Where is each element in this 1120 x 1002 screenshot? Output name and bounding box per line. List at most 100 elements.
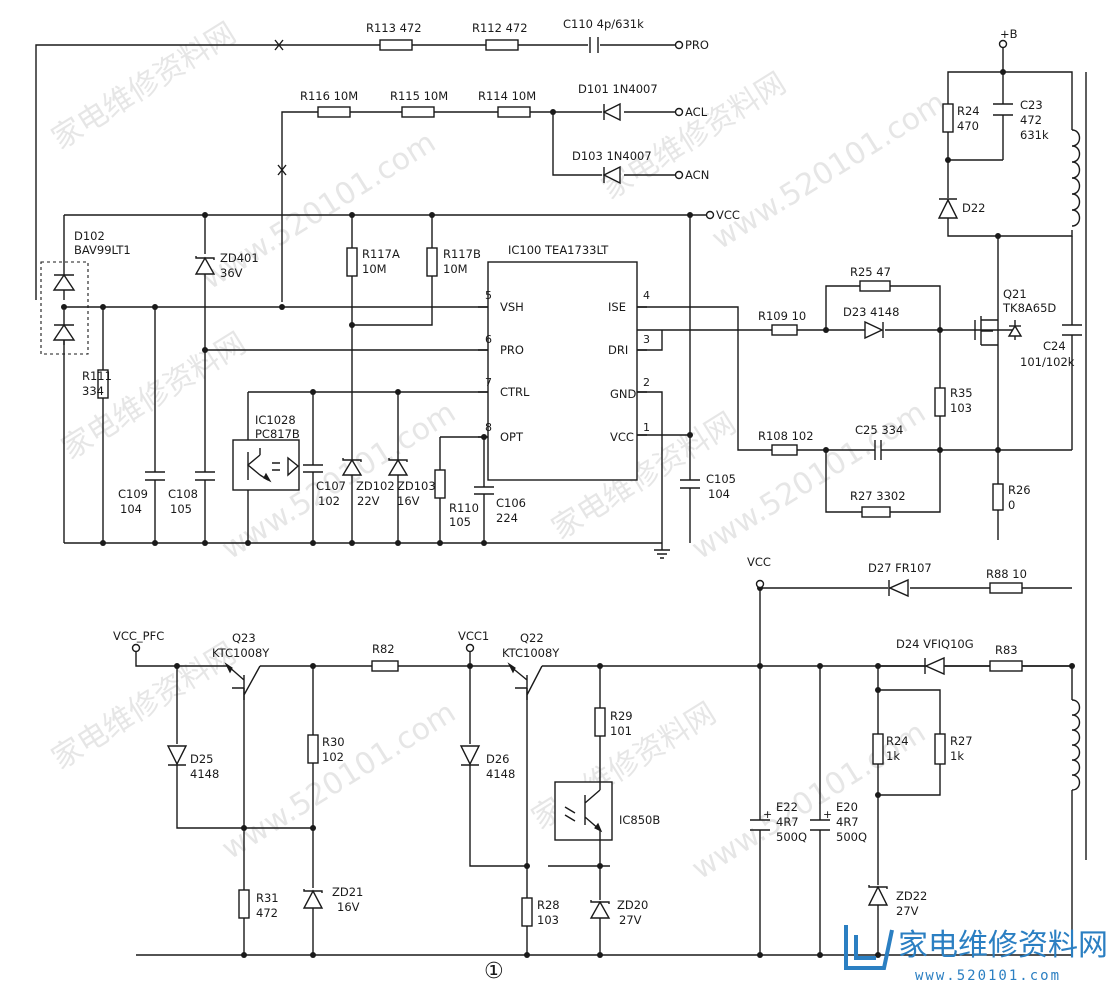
capacitor-c25 [874, 440, 882, 460]
resistor-r117b [426, 247, 438, 277]
label-r24-ref: R24 [957, 104, 980, 118]
resistor-r27b [934, 733, 946, 765]
svg-text:+: + [823, 808, 832, 821]
label-c109-ref: C109 [118, 487, 148, 501]
resistor-r29 [594, 707, 606, 737]
label-r110-ref: R110 [449, 501, 479, 515]
label-q22-val: KTC1008Y [502, 646, 560, 660]
label-r27b-ref: R27 [950, 734, 973, 748]
label-r83: R83 [995, 643, 1018, 657]
ic-pin-num-6: 6 [485, 333, 492, 346]
resistor-r24b [872, 733, 884, 765]
label-e20-val2: 500Q [836, 830, 867, 844]
label-d25-val: 4148 [190, 767, 219, 781]
optocoupler-ic850b [554, 781, 613, 841]
label-zd22-val: 27V [896, 904, 919, 918]
ic100 [478, 261, 647, 481]
label-r30-ref: R30 [322, 735, 345, 749]
label-c106-ref: C106 [496, 496, 526, 510]
ic100-title: IC100 TEA1733LT [508, 243, 609, 257]
label-r29-val: 101 [610, 724, 632, 738]
label-r114: R114 10M [478, 89, 536, 103]
net-pro: PRO [685, 38, 709, 52]
label-r24-val: 470 [957, 119, 979, 133]
label-r24b-val: 1k [886, 749, 900, 763]
label-c110: C110 4p/631k [563, 17, 644, 31]
label-c108-val: 105 [170, 502, 192, 516]
label-r31-val: 472 [256, 906, 278, 920]
trace-cut-marks [274, 39, 287, 176]
ic-pin-num-2: 2 [643, 376, 650, 389]
label-c23-val1: 472 [1020, 113, 1042, 127]
label-zd103-val: 16V [397, 494, 420, 508]
resistor-r112 [485, 39, 519, 51]
label-c108-ref: C108 [168, 487, 198, 501]
resistor-r116 [317, 106, 351, 118]
label-r27-3302: R27 3302 [850, 489, 906, 503]
ic-pin-num-5: 5 [485, 289, 492, 302]
resistor-r28 [521, 897, 533, 927]
label-d27: D27 FR107 [868, 561, 932, 575]
label-r113: R113 472 [366, 21, 422, 35]
site-logo: 家电维修资料网 www.520101.com [844, 925, 1108, 984]
label-d101: D101 1N4007 [578, 82, 658, 96]
label-c105-val: 104 [708, 487, 730, 501]
resistor-r82 [371, 660, 399, 672]
label-r111-ref: R111 [82, 369, 112, 383]
label-q21-ref: Q21 [1003, 287, 1027, 301]
resistor-r115 [401, 106, 435, 118]
label-r110-val: 105 [449, 515, 471, 529]
label-zd102-ref: ZD102 [356, 479, 395, 493]
transformer-windings [1071, 129, 1081, 791]
label-e22-ref: E22 [776, 800, 798, 814]
label-r111-val: 334 [82, 384, 104, 398]
resistor-r114 [497, 106, 531, 118]
label-c107-val: 102 [318, 494, 340, 508]
label-q23-val: KTC1008Y [212, 646, 270, 660]
label-r116: R116 10M [300, 89, 358, 103]
label-r25: R25 47 [850, 265, 891, 279]
capacitor-c23 [993, 103, 1013, 116]
label-zd21-val: 16V [337, 900, 360, 914]
capacitor-c106 [474, 486, 494, 495]
ic-pin-num-7: 7 [485, 376, 492, 389]
label-r24b-ref: R24 [886, 734, 909, 748]
resistor-r27-3302 [861, 506, 891, 518]
label-r28-ref: R28 [537, 898, 560, 912]
label-c23-ref: C23 [1020, 98, 1043, 112]
net-b-plus: +B [1000, 27, 1018, 41]
net-acl: ACL [685, 105, 708, 119]
label-r117b-ref: R117B [443, 247, 481, 261]
ic-pin-num-8: 8 [485, 421, 492, 434]
watermark-10: www.520101.com [216, 695, 462, 867]
watermark-1: 家电维修资料网 [46, 16, 243, 157]
label-r115: R115 10M [390, 89, 448, 103]
label-c24-ref: C24 [1043, 339, 1066, 353]
label-zd103-ref: ZD103 [397, 479, 436, 493]
logo-subtitle: www.520101.com [915, 968, 1061, 984]
label-d22: D22 [962, 201, 986, 215]
label-c25: C25 334 [855, 423, 903, 437]
ic-pin-name-opt: OPT [500, 430, 524, 444]
label-r35-val: 103 [950, 401, 972, 415]
label-q22-ref: Q22 [520, 631, 544, 645]
label-e22-val1: 4R7 [776, 815, 799, 829]
label-r27b-val: 1k [950, 749, 964, 763]
resistor-r108 [771, 444, 798, 456]
logo-title: 家电维修资料网 [898, 928, 1108, 963]
label-r108: R108 102 [758, 429, 814, 443]
label-r30-val: 102 [322, 750, 344, 764]
label-c23-val2: 631k [1020, 128, 1049, 142]
ic-pin-name-vcc: VCC [610, 430, 634, 444]
ic-pin-name-gnd: GND [610, 387, 637, 401]
capacitors: + + [145, 37, 1082, 831]
label-d103: D103 1N4007 [572, 149, 652, 163]
resistor-r35 [934, 387, 946, 417]
resistor-r111 [97, 369, 109, 399]
label-zd21-ref: ZD21 [332, 885, 363, 899]
resistor-r109 [771, 324, 798, 336]
net-vcc-top: VCC [716, 208, 740, 222]
capacitor-c107 [303, 464, 323, 473]
ic-pin-name-dri: DRI [608, 343, 628, 357]
